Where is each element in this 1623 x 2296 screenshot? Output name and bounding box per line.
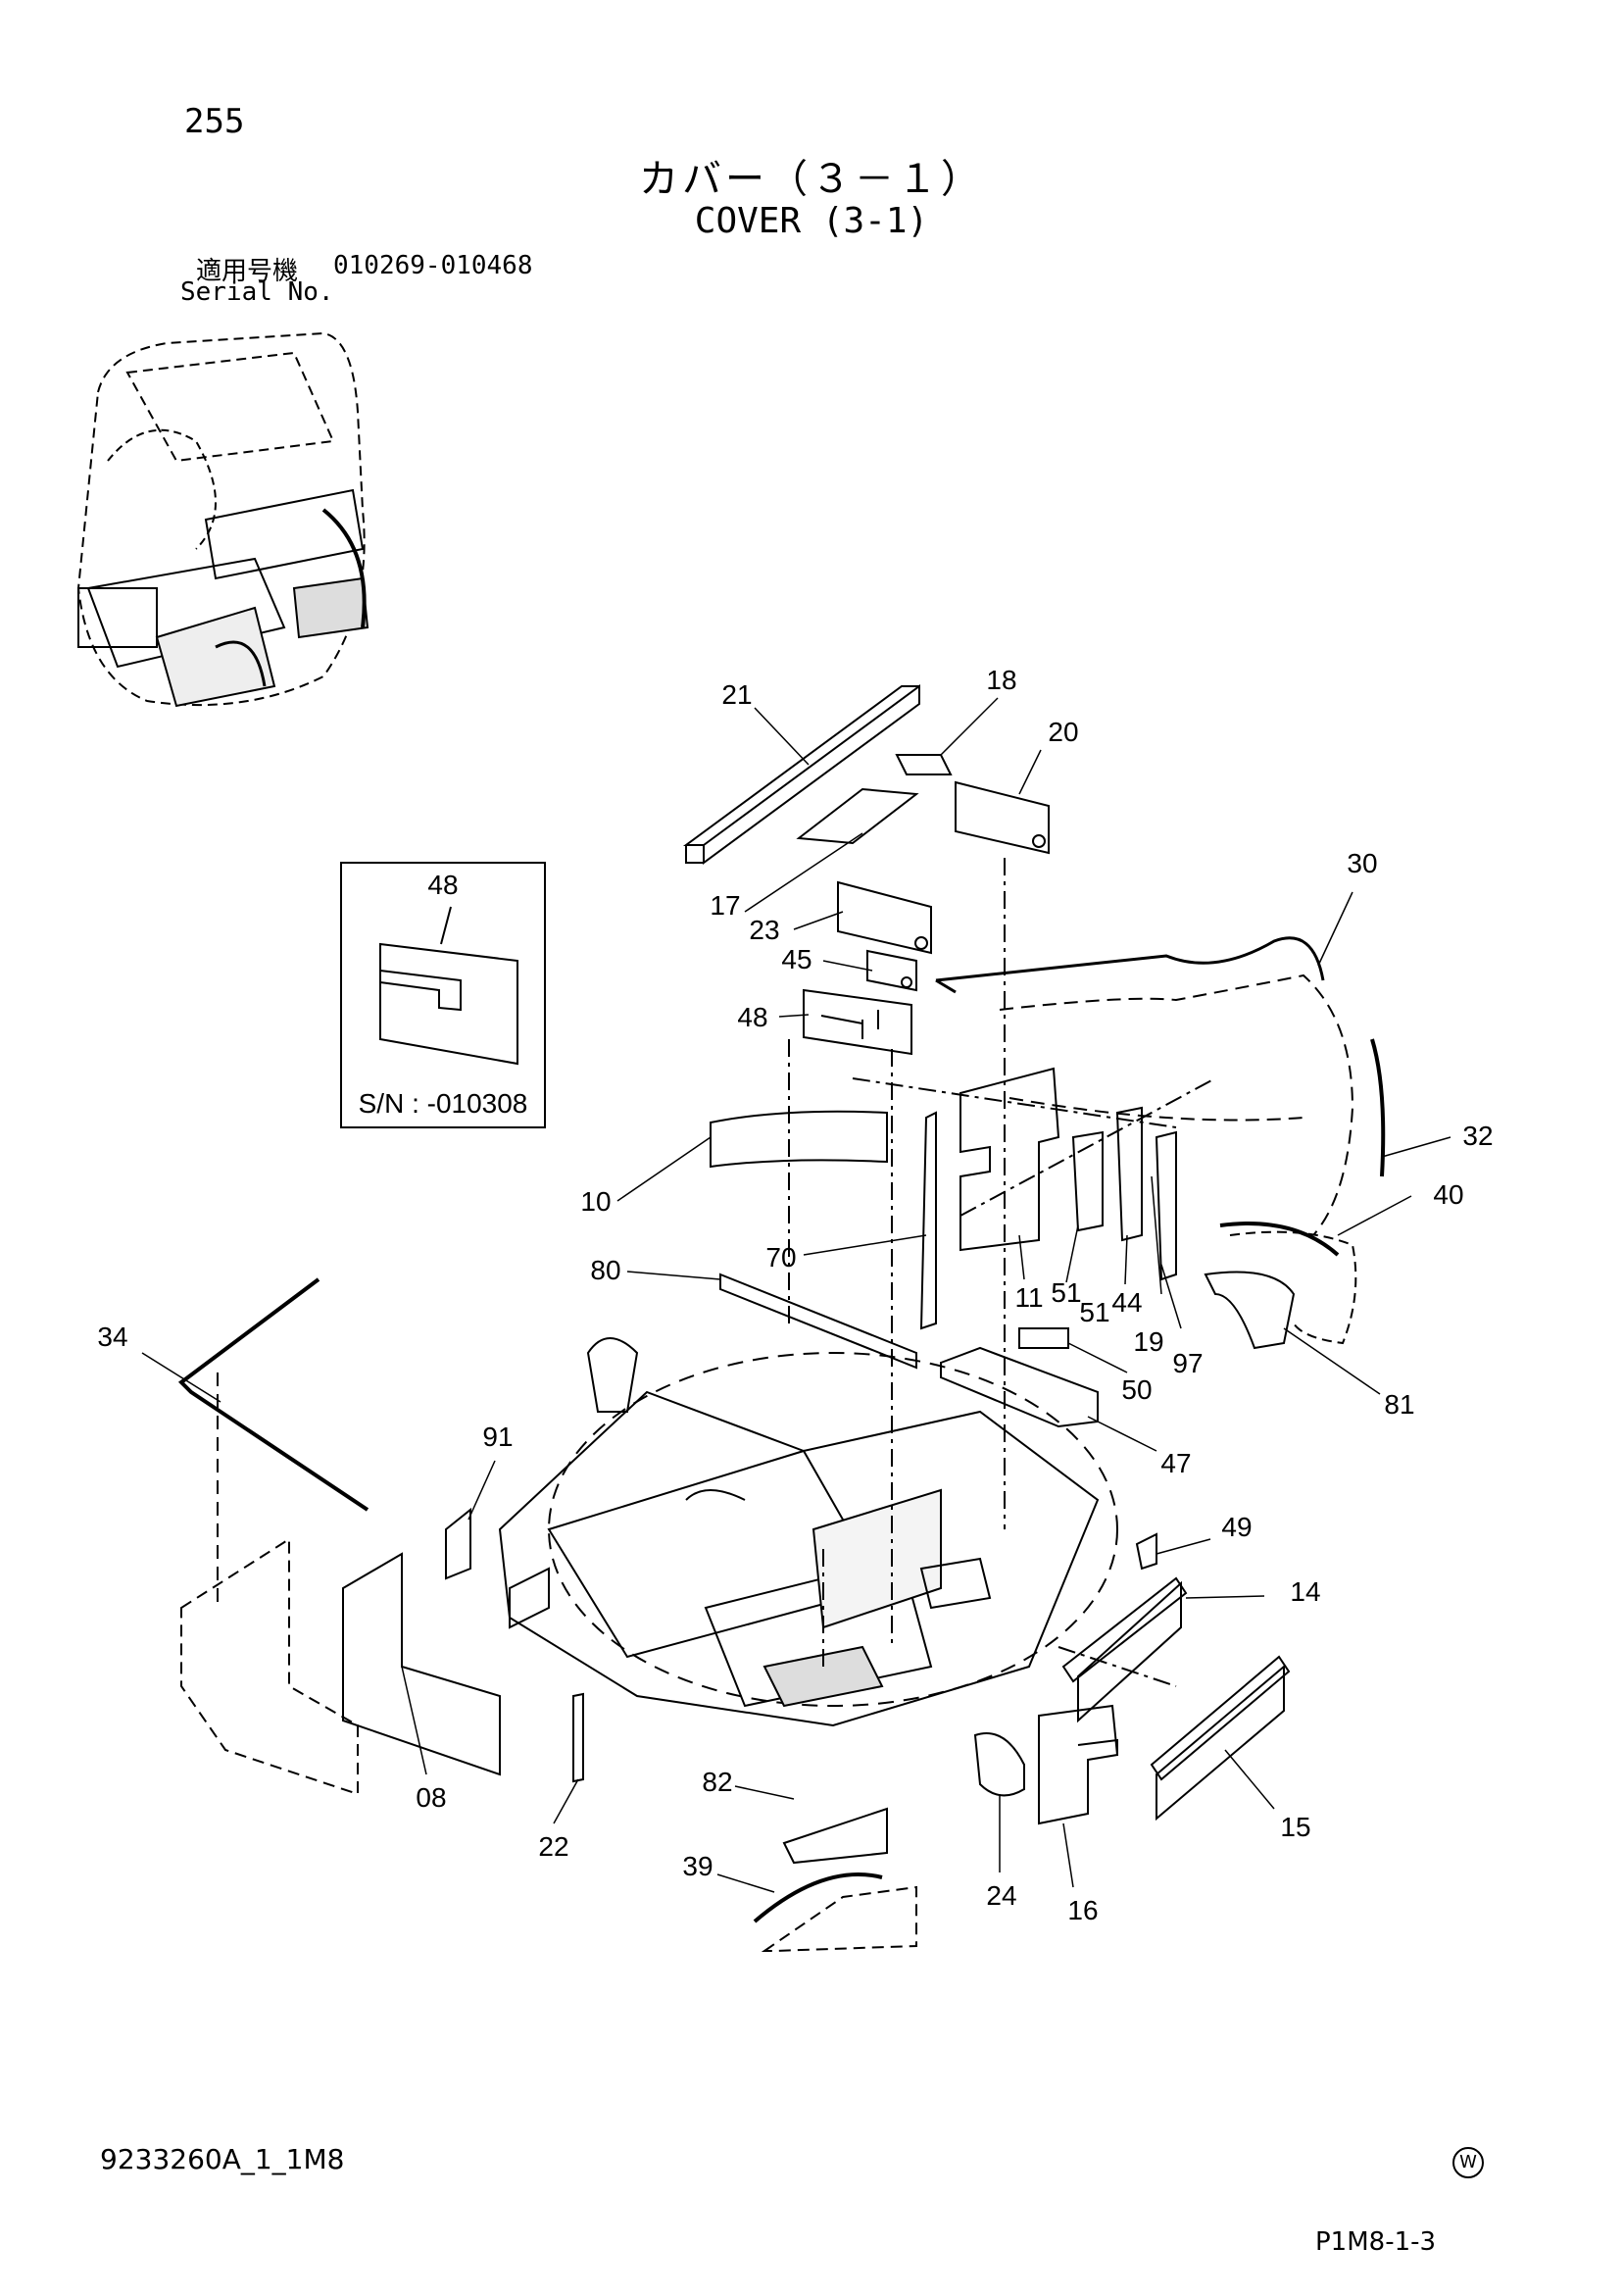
callout-21: 21: [721, 679, 752, 710]
callout-15: 15: [1280, 1812, 1310, 1842]
left-parts: [177, 1277, 584, 1796]
callout-40: 40: [1433, 1179, 1463, 1210]
title-japanese: カバー（３－１）: [639, 157, 984, 202]
callout-44: 44: [1111, 1287, 1142, 1318]
callout-30: 30: [1347, 848, 1377, 878]
callout-10: 10: [580, 1186, 611, 1217]
callout-97: 97: [1172, 1348, 1203, 1378]
callout-48: 48: [737, 1002, 767, 1032]
cab-overview-illustration: [76, 331, 369, 708]
callout-91: 91: [482, 1422, 513, 1452]
page-number: 255: [184, 102, 245, 141]
callout-19: 19: [1133, 1326, 1163, 1357]
callout-08: 08: [416, 1782, 446, 1813]
inset-box: [340, 862, 546, 1128]
callout-47: 47: [1160, 1448, 1191, 1478]
page-code: P1M8-1-3: [1315, 2227, 1437, 2257]
callout-18: 18: [986, 665, 1016, 695]
leader-lines: [141, 697, 1451, 1893]
inset-part-label: 48: [427, 870, 458, 900]
callout-39: 39: [682, 1851, 713, 1881]
alignment-lines: [788, 858, 1216, 1687]
callout-16: 16: [1067, 1895, 1098, 1925]
callout-32: 32: [1462, 1121, 1493, 1151]
callout-20: 20: [1048, 717, 1078, 747]
callout-80: 80: [590, 1255, 620, 1285]
inset-serial-note: S/N : -010308: [359, 1088, 528, 1119]
serial-range: 010269-010468: [333, 251, 533, 280]
callout-45: 45: [781, 944, 812, 974]
callout-23: 23: [749, 915, 779, 945]
callout-81: 81: [1384, 1389, 1414, 1420]
callout-51-a: 51: [1051, 1277, 1081, 1308]
w-mark-symbol: W: [1452, 2147, 1484, 2178]
bottom-parts: [753, 1807, 917, 1952]
callout-17: 17: [710, 890, 740, 921]
drawing-code: 9233260A_1_1M8: [100, 2143, 345, 2175]
serial-label-japanese: 適用号機: [196, 257, 299, 286]
callout-82: 82: [702, 1767, 732, 1797]
callout-24: 24: [986, 1880, 1016, 1911]
right-parts: [973, 1532, 1291, 1825]
upper-pads: [682, 684, 1050, 1056]
callout-labels: 21 18 20 17 23 45 48 30 32 10 70 80 11 5…: [97, 665, 1493, 1925]
callout-49: 49: [1221, 1512, 1252, 1542]
callout-70: 70: [765, 1242, 796, 1273]
serial-label-english: Serial No.: [180, 277, 334, 307]
side-cover: [710, 936, 1386, 1428]
title-english: COVER (3-1): [694, 201, 929, 241]
upperstructure-frame: [498, 1337, 1118, 1727]
callout-11: 11: [1014, 1282, 1043, 1313]
callout-50: 50: [1121, 1374, 1152, 1405]
callout-22: 22: [538, 1831, 568, 1862]
callout-14: 14: [1290, 1576, 1320, 1607]
callout-34: 34: [97, 1322, 127, 1352]
callout-51-b: 51: [1079, 1297, 1109, 1327]
